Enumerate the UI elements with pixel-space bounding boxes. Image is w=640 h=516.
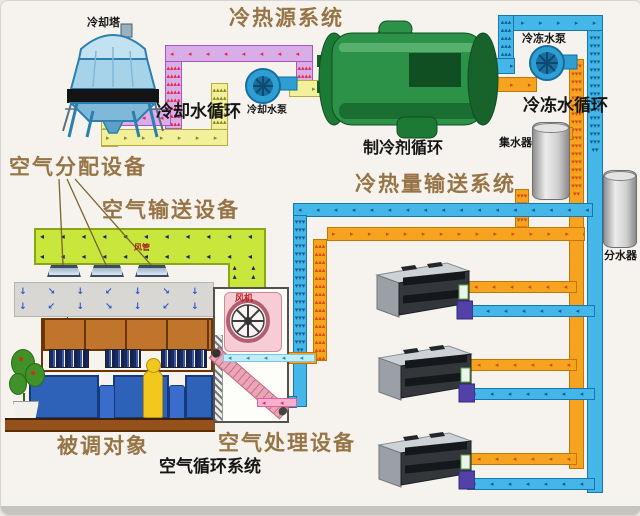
pipe-chilled-main-riser <box>587 15 603 493</box>
bookshelf <box>41 318 213 372</box>
books <box>105 349 141 368</box>
label-cooling-water-pump: 冷却水泵 <box>247 105 287 116</box>
ahu-fan-wheel <box>226 299 270 343</box>
plant-foliage <box>25 363 45 387</box>
pipe-return-long-run <box>327 227 585 241</box>
pipe-return-ahu-drop <box>313 239 327 361</box>
ahu-fan-label: 风机 <box>235 293 254 303</box>
duct-label: 风管 <box>134 243 150 252</box>
cabinet-doors <box>43 320 211 351</box>
label-refrigerant-loop: 制冷剂循环 <box>363 140 444 157</box>
room-floor <box>5 418 215 432</box>
desk <box>185 375 213 419</box>
label-air-distribution: 空气分配设备 <box>9 155 147 179</box>
cooling-tower <box>62 23 164 138</box>
water-distributor <box>603 170 637 248</box>
pipe-chilled-long-run <box>293 203 593 217</box>
cooling-water-pump <box>245 68 298 104</box>
plant-stem <box>23 393 25 403</box>
pipe-fcu2-return <box>467 388 595 400</box>
label-cooling-water-loop: 冷却水循环 <box>156 102 241 121</box>
pipe-chilled-ahu-drop <box>293 215 307 407</box>
label-conditioned-object: 被调对象 <box>57 434 149 458</box>
pipe-fcu1-return <box>463 305 595 317</box>
fan-coil-unit-1 <box>375 262 473 320</box>
fan-coil-unit-3 <box>377 432 475 490</box>
air-duct-vertical <box>228 263 266 291</box>
return-air-grille <box>215 335 223 421</box>
plant-berry <box>31 371 35 375</box>
chiller-unit <box>317 20 499 139</box>
fan-coil-unit-2 <box>377 345 475 403</box>
chilled-water-pump <box>529 45 578 81</box>
label-chilled-water-pump: 冷冻水泵 <box>522 33 566 45</box>
pipe-cooling-supply-main <box>165 45 313 62</box>
label-air-transport: 空气输送设备 <box>102 198 240 222</box>
plant-berry <box>19 357 23 361</box>
chair <box>169 385 185 421</box>
label-heat-transport-system: 冷热量输送系统 <box>355 172 516 196</box>
pipe-return-main-riser <box>569 59 584 469</box>
water-collector <box>532 122 570 200</box>
image-bottom-edge <box>1 506 640 515</box>
label-air-loop-system: 空气循环系统 <box>159 457 261 476</box>
label-leader-lines <box>58 178 152 266</box>
chair <box>99 385 115 421</box>
plant-foliage <box>9 373 27 395</box>
label-distributor: 分水器 <box>604 250 637 262</box>
pipe-fcu3-return <box>467 478 595 490</box>
label-cooling-tower: 冷却塔 <box>87 17 120 29</box>
pipe-coil-supply-line <box>223 354 315 362</box>
title-cold-heat-source-system: 冷热源系统 <box>229 6 344 30</box>
label-collector: 集水器 <box>499 137 532 149</box>
label-air-handling: 空气处理设备 <box>218 431 356 455</box>
person <box>143 358 163 418</box>
books <box>161 349 207 368</box>
label-chilled-water-loop: 冷冻水循环 <box>523 96 608 115</box>
pipe-cooling-return-run <box>101 129 228 146</box>
pipe-coil-return-line <box>257 398 297 407</box>
room-ceiling-airflow <box>14 282 214 317</box>
books <box>49 349 89 368</box>
